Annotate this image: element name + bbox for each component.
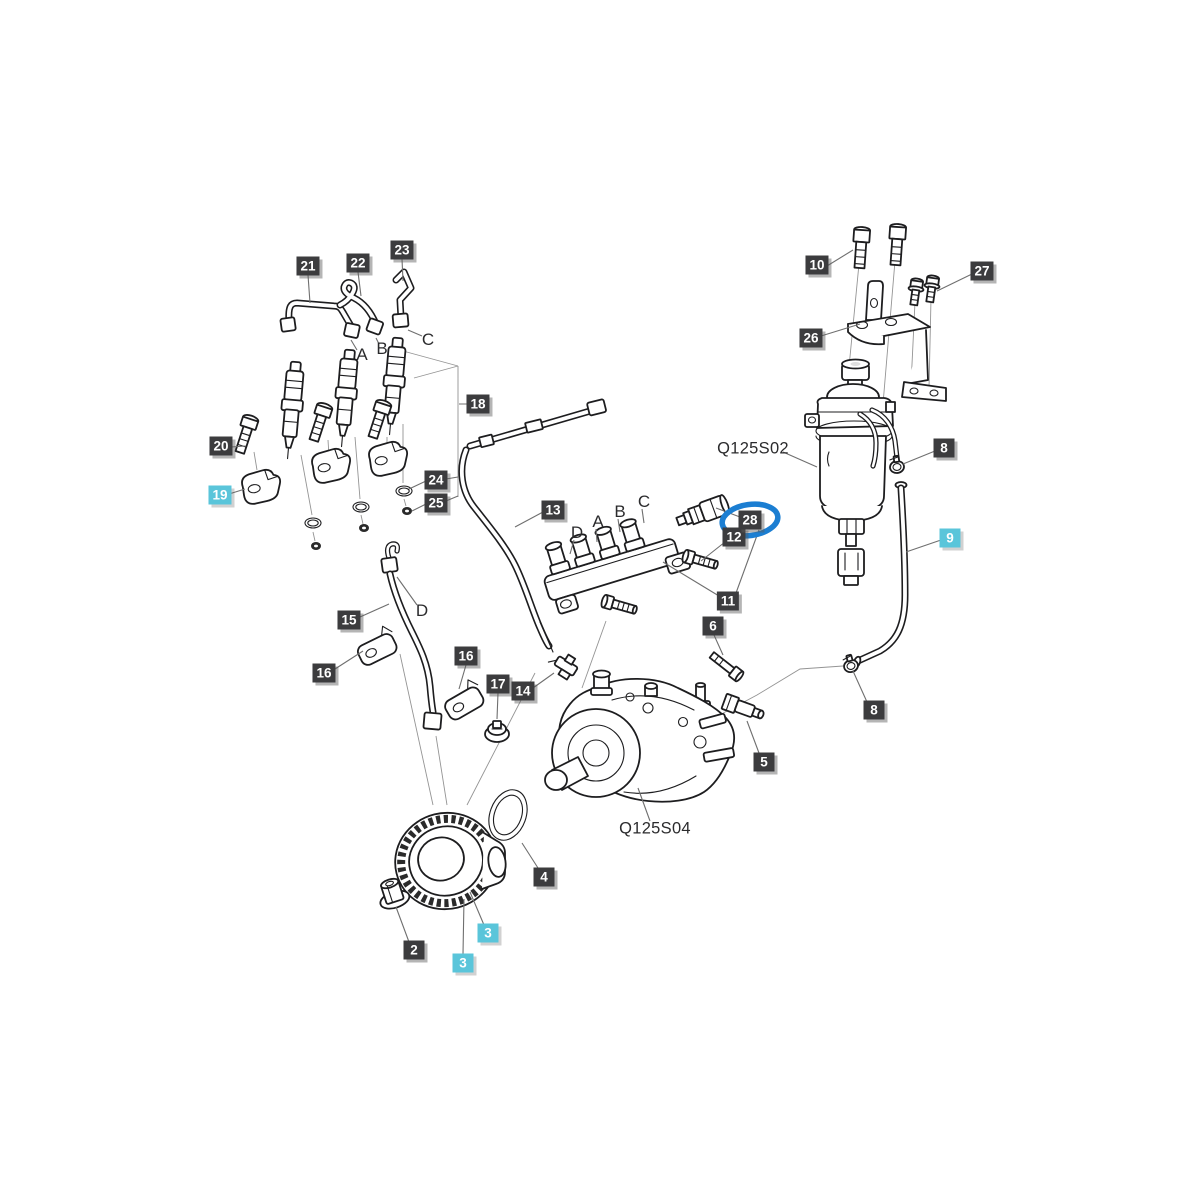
highlight-ellipse	[719, 501, 781, 539]
port-letter-A-0: A	[356, 345, 368, 364]
port-letter-C-7: C	[637, 492, 651, 511]
speed-sensor	[539, 621, 579, 681]
port-letter-C-2: C	[421, 330, 435, 349]
part-callout-18-5[interactable]: 18	[466, 394, 490, 414]
part-callout-22-1[interactable]: 22	[346, 253, 370, 273]
part-callout-6-17[interactable]: 6	[702, 616, 724, 636]
leak-off-pipe	[466, 398, 607, 450]
injector-pipe-d	[351, 541, 510, 743]
part-callout-12-14[interactable]: 12	[722, 527, 746, 547]
injection-pump	[544, 669, 735, 803]
fuel-filter-assembly	[804, 222, 947, 586]
valve-5	[720, 693, 765, 720]
part-callout-13-8[interactable]: 13	[541, 500, 565, 520]
part-callout-25-7[interactable]: 25	[424, 493, 448, 513]
part-callout-11-16[interactable]: 11	[716, 591, 740, 611]
bolt-6	[708, 651, 745, 683]
part-callout-17-12[interactable]: 17	[486, 674, 510, 694]
gear-nut	[379, 877, 411, 910]
filter-tubes	[857, 407, 900, 469]
rail-supply-pipe	[458, 446, 553, 650]
fuel-rail	[543, 518, 721, 618]
fuel-hose	[840, 454, 909, 675]
part-callout-26-24[interactable]: 26	[799, 328, 823, 348]
part-callout-3-27[interactable]: 3	[452, 953, 474, 973]
part-callout-9-21[interactable]: 9	[939, 528, 961, 548]
port-letter-D-4: D	[570, 523, 584, 542]
assembly-code-Q125S02: Q125S02	[717, 439, 789, 458]
part-callout-5-18[interactable]: 5	[753, 752, 775, 772]
leader-lines	[228, 249, 973, 955]
part-callout-28-15[interactable]: 28	[738, 510, 762, 530]
rail-pressure-sensor	[675, 494, 731, 527]
part-callout-8-20[interactable]: 8	[933, 438, 955, 458]
part-callout-24-6[interactable]: 24	[424, 470, 448, 490]
part-callout-21-0[interactable]: 21	[296, 256, 320, 276]
filter-canister	[804, 358, 896, 586]
filter-bracket	[847, 280, 947, 402]
part-callout-14-13[interactable]: 14	[511, 681, 535, 701]
part-callout-4-28[interactable]: 4	[533, 867, 555, 887]
part-callout-20-3[interactable]: 20	[209, 436, 233, 456]
part-callout-8-19[interactable]: 8	[863, 700, 885, 720]
part-callout-2-25[interactable]: 2	[403, 940, 425, 960]
port-letter-B-6: B	[614, 502, 626, 521]
assembly-code-Q125S04: Q125S04	[619, 819, 691, 838]
part-callout-16-11[interactable]: 16	[454, 646, 478, 666]
banjo-bolt	[484, 720, 510, 743]
part-callout-15-9[interactable]: 15	[337, 610, 361, 630]
port-letter-B-1: B	[376, 339, 388, 358]
part-callout-10-22[interactable]: 10	[805, 255, 829, 275]
part-callout-16-10[interactable]: 16	[312, 663, 336, 683]
part-callout-3-26[interactable]: 3	[477, 923, 499, 943]
part-callout-23-2[interactable]: 23	[390, 240, 414, 260]
part-callout-19-4[interactable]: 19	[208, 485, 232, 505]
part-callout-27-23[interactable]: 27	[970, 261, 994, 281]
port-letter-A-5: A	[592, 512, 604, 531]
pump-drive-gear	[394, 811, 507, 911]
injection-pipes	[279, 268, 415, 339]
pump-o-ring	[488, 789, 528, 841]
port-letter-D-3: D	[415, 601, 429, 620]
